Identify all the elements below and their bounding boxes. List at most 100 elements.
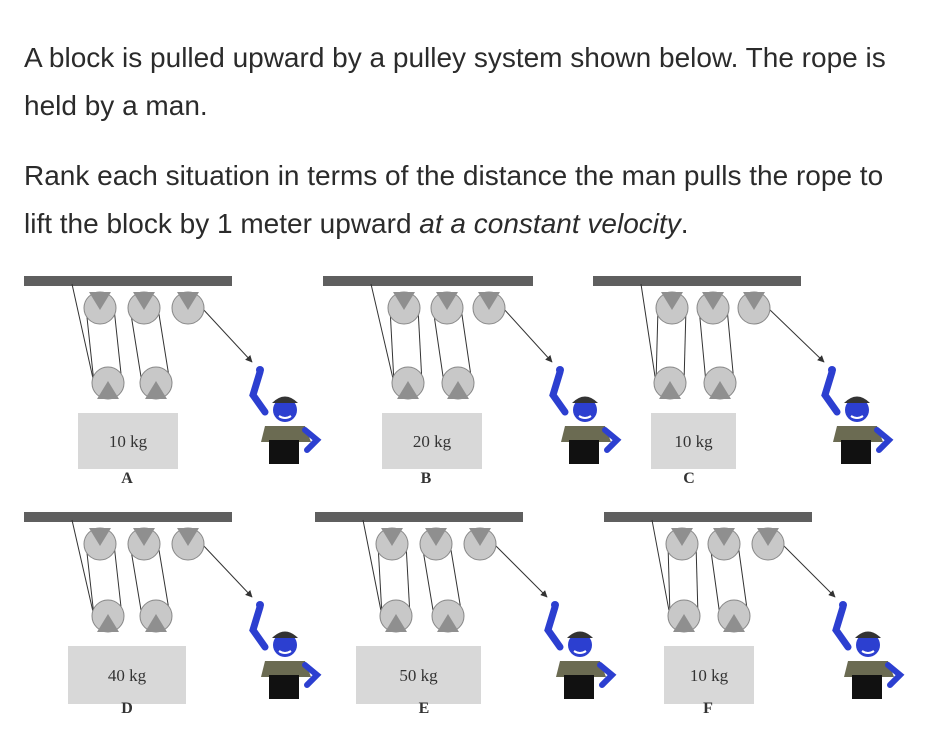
- rope: [362, 519, 383, 617]
- ceiling-bar: [323, 276, 533, 286]
- panel-d: 40 kgD: [24, 512, 322, 717]
- pulley: [91, 599, 125, 633]
- man-pants: [564, 675, 594, 699]
- rope: [201, 543, 253, 598]
- pulley-mount: [659, 381, 681, 399]
- pulley-mount: [177, 528, 199, 546]
- pulley: [653, 366, 687, 400]
- man-hand: [256, 601, 264, 609]
- pulley-mount: [709, 381, 731, 399]
- pulley: [665, 527, 699, 561]
- man-raised-arm: [249, 368, 269, 416]
- pulley: [703, 366, 737, 400]
- pulley-mount: [89, 528, 111, 546]
- rope: [737, 543, 749, 617]
- question-line-2-end: .: [680, 208, 689, 239]
- panel-letter-label: E: [419, 700, 430, 717]
- man-pants: [569, 440, 599, 464]
- rope: [781, 543, 836, 598]
- man-smile: [278, 650, 292, 654]
- block: [382, 413, 482, 469]
- pulley: [737, 291, 771, 325]
- panel-e: 50 kg E: [315, 512, 617, 717]
- pulley-mount: [469, 528, 491, 546]
- pulley: [472, 291, 506, 325]
- ceiling-bar: [604, 512, 812, 522]
- question-line-2-text: Rank each situation in terms of the dist…: [24, 160, 884, 239]
- pulley: [441, 366, 475, 400]
- man-hip-arm: [874, 427, 894, 453]
- rope: [157, 307, 171, 384]
- pulley-mount: [133, 292, 155, 310]
- man-hand: [828, 366, 836, 374]
- man-raised-arm: [821, 368, 841, 416]
- rope: [432, 307, 445, 384]
- man-hand: [551, 601, 559, 609]
- panel-a: 10 kgA: [24, 276, 322, 487]
- man-cap: [855, 631, 881, 638]
- man-shirt: [261, 661, 311, 677]
- ceiling-bar: [315, 512, 523, 522]
- man-hip-arm: [302, 662, 322, 688]
- pulley: [139, 599, 173, 633]
- man-shirt: [556, 661, 606, 677]
- pulley-mount: [145, 614, 167, 632]
- question-line-1: A block is pulled upward by a pulley sys…: [24, 42, 886, 121]
- block-mass-label: 10 kg: [109, 432, 148, 451]
- pulley: [379, 599, 413, 633]
- man-cap: [272, 631, 298, 638]
- block-mass-label: 40 kg: [108, 666, 147, 685]
- pulley-mount: [661, 292, 683, 310]
- rope: [667, 543, 671, 617]
- question-line-2-emphasis: at a constant velocity: [419, 208, 681, 239]
- rope: [129, 543, 143, 617]
- block: [78, 413, 178, 469]
- pulley-mount: [447, 381, 469, 399]
- man-shirt: [561, 426, 611, 442]
- man-raised-arm: [832, 603, 852, 651]
- pulley: [139, 366, 173, 400]
- block-mass-label: 50 kg: [399, 666, 438, 685]
- man-figure: [549, 366, 622, 464]
- man-hand: [256, 366, 264, 374]
- panel-c: 10 kgC: [593, 276, 894, 487]
- man-shirt: [833, 426, 883, 442]
- man-hip-arm: [602, 427, 622, 453]
- rope: [71, 519, 95, 617]
- pulley: [391, 366, 425, 400]
- pulley: [431, 599, 465, 633]
- man-figure: [249, 601, 322, 699]
- panel-b: 20 kgB: [323, 276, 622, 487]
- pulley-mount: [177, 292, 199, 310]
- pulley-mount: [437, 614, 459, 632]
- man-figure: [249, 366, 322, 464]
- ceiling-bar: [24, 512, 232, 522]
- pulley: [171, 291, 205, 325]
- pulley: [127, 527, 161, 561]
- rope: [698, 307, 707, 384]
- pulley-mount: [397, 381, 419, 399]
- man-cap: [572, 396, 598, 403]
- pulley-mount: [385, 614, 407, 632]
- rope: [421, 543, 435, 617]
- rope: [709, 543, 721, 617]
- rope: [85, 543, 95, 617]
- rope: [370, 283, 395, 384]
- question-text: A block is pulled upward by a pulley sys…: [24, 34, 904, 248]
- rope: [417, 307, 423, 384]
- rope: [655, 307, 659, 384]
- pulley-mount: [478, 292, 500, 310]
- panel-letter-label: F: [703, 700, 713, 717]
- pulley: [655, 291, 689, 325]
- man-hip-arm: [302, 427, 322, 453]
- block: [651, 413, 736, 469]
- panel-letter-label: B: [421, 470, 432, 487]
- pulley: [419, 527, 453, 561]
- man-raised-arm: [249, 603, 269, 651]
- pulley: [463, 527, 497, 561]
- rope: [113, 307, 123, 384]
- pulley-mount: [425, 528, 447, 546]
- pulley-mount: [97, 381, 119, 399]
- pulley-mount: [436, 292, 458, 310]
- pulley: [127, 291, 161, 325]
